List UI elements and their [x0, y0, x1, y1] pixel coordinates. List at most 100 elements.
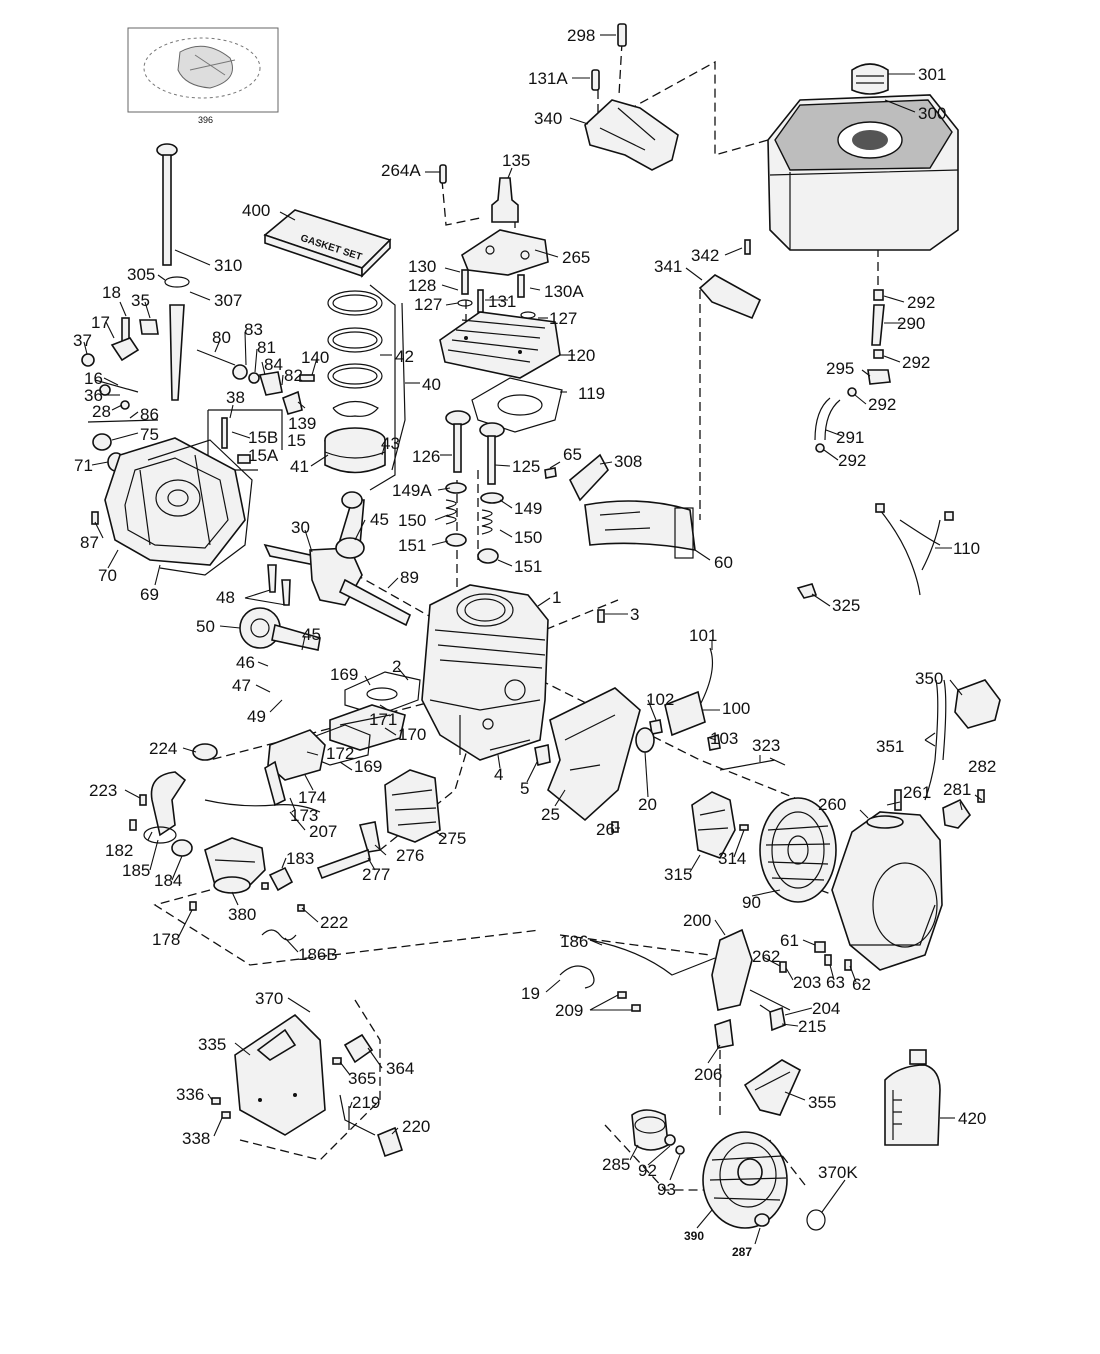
callout-125: 125 [512, 457, 540, 476]
callout-110: 110 [953, 539, 980, 558]
fuel-tank [767, 63, 959, 251]
callout-277: 277 [362, 865, 390, 884]
callout-307: 307 [214, 291, 242, 310]
callout-314: 314 [718, 849, 746, 868]
callout-172: 172 [326, 744, 354, 763]
callout-301: 301 [918, 65, 946, 84]
callout-224: 224 [149, 739, 177, 758]
callout-4: 4 [494, 765, 503, 784]
callout-184: 184 [154, 871, 182, 890]
callout-15: 15 [287, 431, 306, 450]
callout-174: 174 [298, 788, 326, 807]
callout-130A: 130A [544, 282, 584, 301]
callout-323: 323 [752, 736, 780, 755]
callout-260: 260 [818, 795, 846, 814]
inset-396 [127, 27, 279, 113]
callout-215: 215 [798, 1017, 826, 1036]
cylinder-head [439, 311, 561, 379]
callout-261: 261 [903, 783, 931, 802]
callout-63: 63 [826, 973, 845, 992]
callout-355: 355 [808, 1093, 836, 1112]
callout-35: 35 [131, 291, 150, 310]
blower-housing [831, 811, 943, 971]
callout-169a: 169 [330, 665, 358, 684]
callout-183: 183 [286, 849, 314, 868]
callout-206: 206 [694, 1065, 722, 1084]
callout-36: 36 [84, 386, 103, 405]
cylinder-block [421, 584, 549, 761]
callout-342: 342 [691, 246, 719, 265]
callout-61: 61 [780, 931, 799, 950]
callout-102: 102 [646, 690, 674, 709]
callout-370: 370 [255, 989, 283, 1008]
callout-149: 149 [514, 499, 542, 518]
callout-207: 207 [309, 822, 337, 841]
callout-41: 41 [290, 457, 309, 476]
carburetor [204, 837, 266, 894]
callout-335: 335 [198, 1035, 226, 1054]
callout-126: 126 [412, 447, 440, 466]
callout-151b: 151 [514, 557, 542, 576]
callout-1: 1 [552, 588, 561, 607]
callout-131: 131 [488, 292, 516, 311]
callout-139: 139 [288, 414, 316, 433]
callout-37: 37 [73, 331, 92, 350]
callout-127b: 127 [549, 309, 577, 328]
callout-365: 365 [348, 1069, 376, 1088]
callout-45a: 45 [370, 510, 389, 529]
callout-220: 220 [402, 1117, 430, 1136]
callout-275: 275 [438, 829, 466, 848]
callout-130: 130 [408, 257, 436, 276]
callout-281: 281 [943, 780, 971, 799]
callout-315: 315 [664, 865, 692, 884]
callout-46: 46 [236, 653, 255, 672]
piston [324, 427, 386, 474]
callout-364: 364 [386, 1059, 414, 1078]
callout-93: 93 [657, 1180, 676, 1199]
callout-26: 26 [596, 820, 615, 839]
callout-127a: 127 [414, 295, 442, 314]
callout-42: 42 [395, 347, 414, 366]
callout-170: 170 [398, 725, 426, 744]
callout-80: 80 [212, 328, 231, 347]
callout-86: 86 [140, 405, 159, 424]
callout-171: 171 [369, 710, 397, 729]
flywheel [759, 797, 837, 903]
callout-204: 204 [812, 999, 840, 1018]
callout-103: 103 [710, 729, 738, 748]
callout-62: 62 [852, 975, 871, 994]
callout-5: 5 [520, 779, 529, 798]
callout-203: 203 [793, 973, 821, 992]
callout-150b: 150 [514, 528, 542, 547]
callout-16: 16 [84, 369, 103, 388]
callout-90: 90 [742, 893, 761, 912]
callout-305: 305 [127, 265, 155, 284]
callout-43: 43 [381, 434, 400, 453]
callout-19: 19 [521, 984, 540, 1003]
callout-140: 140 [301, 348, 329, 367]
camshaft-gear [239, 607, 321, 651]
callout-2: 2 [392, 657, 401, 676]
callout-295: 295 [826, 359, 854, 378]
callout-25: 25 [541, 805, 560, 824]
callout-49: 49 [247, 707, 266, 726]
callout-200: 200 [683, 911, 711, 930]
callout-282: 282 [968, 757, 996, 776]
callout-151a: 151 [398, 536, 426, 555]
callout-28: 28 [92, 402, 111, 421]
callout-186: 186 [560, 932, 588, 951]
callout-92: 92 [638, 1161, 657, 1180]
callout-276: 276 [396, 846, 424, 865]
callout-325: 325 [832, 596, 860, 615]
callout-40: 40 [422, 375, 441, 394]
callout-186B: 186B [298, 945, 338, 964]
callout-222: 222 [320, 913, 348, 932]
callout-300: 300 [918, 104, 946, 123]
control-cover [234, 1013, 326, 1136]
callout-75: 75 [140, 425, 159, 444]
callout-70: 70 [98, 566, 117, 585]
callout-351: 351 [876, 737, 904, 756]
callout-69: 69 [140, 585, 159, 604]
callout-182: 182 [105, 841, 133, 860]
